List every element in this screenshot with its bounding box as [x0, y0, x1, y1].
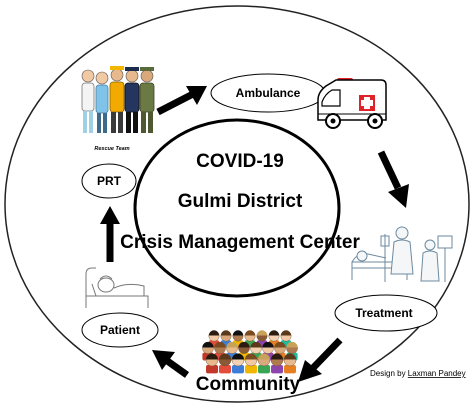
center-title-line2: Gulmi District: [178, 191, 303, 212]
center-title-line1: COVID-19: [196, 151, 284, 172]
crowd-person-hair: [268, 330, 280, 336]
crowd-person-body: [271, 365, 283, 374]
crowd-person-body: [219, 365, 231, 374]
outer-ring: [4, 5, 470, 403]
crowd-person-hair: [245, 353, 257, 360]
arrow-rescue-to-ambulance: [156, 86, 207, 116]
rescue-team-caption: Rescue Team: [94, 146, 129, 152]
arrow-ambulance-to-treatment: [377, 150, 409, 208]
crowd-person-body: [245, 365, 257, 374]
design-credit: Design by Laxman Pandey: [370, 369, 466, 378]
crowd-person-hair: [250, 341, 262, 348]
crowd-person-hair: [206, 353, 218, 360]
crowd-person-hair: [258, 353, 270, 360]
treatment-node: Treatment: [334, 294, 438, 332]
crowd-person-body: [206, 365, 218, 374]
crowd-person-hair: [219, 353, 231, 360]
patient-in-bed-icon: [85, 267, 149, 308]
arrow-community-to-patient: [152, 350, 190, 378]
crowd-person-hair: [284, 353, 296, 360]
crowd-person-hair: [271, 353, 283, 360]
crowd-person-hair: [238, 341, 250, 348]
crowd-person-hair: [286, 341, 298, 348]
crowd-person-hair: [220, 330, 232, 336]
crowd-person-hair: [226, 341, 238, 348]
rescue-team-icon: Rescue Team: [81, 66, 155, 152]
crowd-person-hair: [262, 341, 274, 348]
center-ellipse: [133, 118, 341, 298]
ambulance-icon: [317, 78, 387, 129]
crowd-person-hair: [244, 330, 256, 336]
crowd-person-body: [284, 365, 296, 374]
ambulance-label: Ambulance: [236, 86, 301, 100]
crowd-person-hair: [202, 341, 214, 348]
prt-label: PRT: [97, 174, 122, 188]
prt-node: PRT: [81, 163, 137, 199]
ambulance-node: Ambulance: [210, 73, 326, 113]
patient-label: Patient: [100, 323, 140, 337]
treatment-label: Treatment: [355, 306, 412, 320]
arrow-patient-to-prt: [100, 206, 120, 262]
arrow-treatment-to-community: [298, 337, 343, 382]
crowd-person-hair: [256, 330, 268, 336]
community-label: Community: [196, 374, 301, 395]
center-title-line3: Crisis Management Center: [120, 232, 360, 253]
crowd-person-hair: [232, 330, 244, 336]
crowd-person-body: [232, 365, 244, 374]
crowd-person-hair: [208, 330, 220, 336]
patient-node: Patient: [81, 312, 159, 348]
crowd-person-hair: [280, 330, 292, 336]
treatment-icon: [351, 226, 453, 282]
crowd-person-hair: [274, 341, 286, 348]
crowd-person-body: [258, 365, 270, 374]
crowd-person-hair: [232, 353, 244, 360]
crowd-person-hair: [214, 341, 226, 348]
community-crowd-icon: [202, 330, 298, 374]
